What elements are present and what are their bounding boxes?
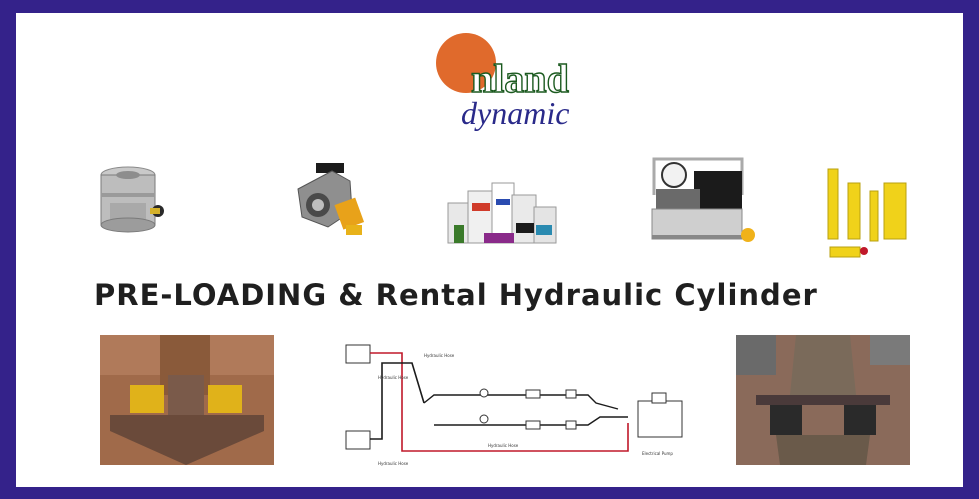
- headline: PRE-LOADING & Rental Hydraulic Cylinder: [94, 278, 818, 312]
- electric-pump-icon: [651, 157, 755, 242]
- product-row: [16, 143, 963, 258]
- company-logo: nland dynamic: [421, 21, 621, 136]
- schematic-label-pump: Electrical Pump: [642, 451, 673, 456]
- logo-brand-text: nland: [470, 56, 569, 101]
- schematic-label-hose-a: Hydraulic Hose: [378, 375, 409, 380]
- paint-cans-icon: [447, 182, 557, 244]
- schematic-label-hose-d: Hydraulic Hose: [378, 461, 409, 466]
- logo-sun-icon: [436, 33, 496, 93]
- site-photo-right: [736, 335, 910, 465]
- hydraulic-cylinders-icon: [827, 168, 907, 258]
- hydraulic-schematic: Hydraulic Hose Hydraulic Hose Hydraulic …: [345, 344, 683, 466]
- site-photo-left: [100, 335, 274, 465]
- schematic-label-hose-c: Hydraulic Hose: [488, 443, 519, 448]
- banner-panel: nland dynamic: [16, 13, 963, 487]
- hydraulic-nut-icon: [100, 166, 164, 233]
- torque-wrench-icon: [297, 163, 365, 235]
- schematic-label-hose-b: Hydraulic Hose: [424, 353, 455, 358]
- logo-sub-text: dynamic: [461, 95, 570, 131]
